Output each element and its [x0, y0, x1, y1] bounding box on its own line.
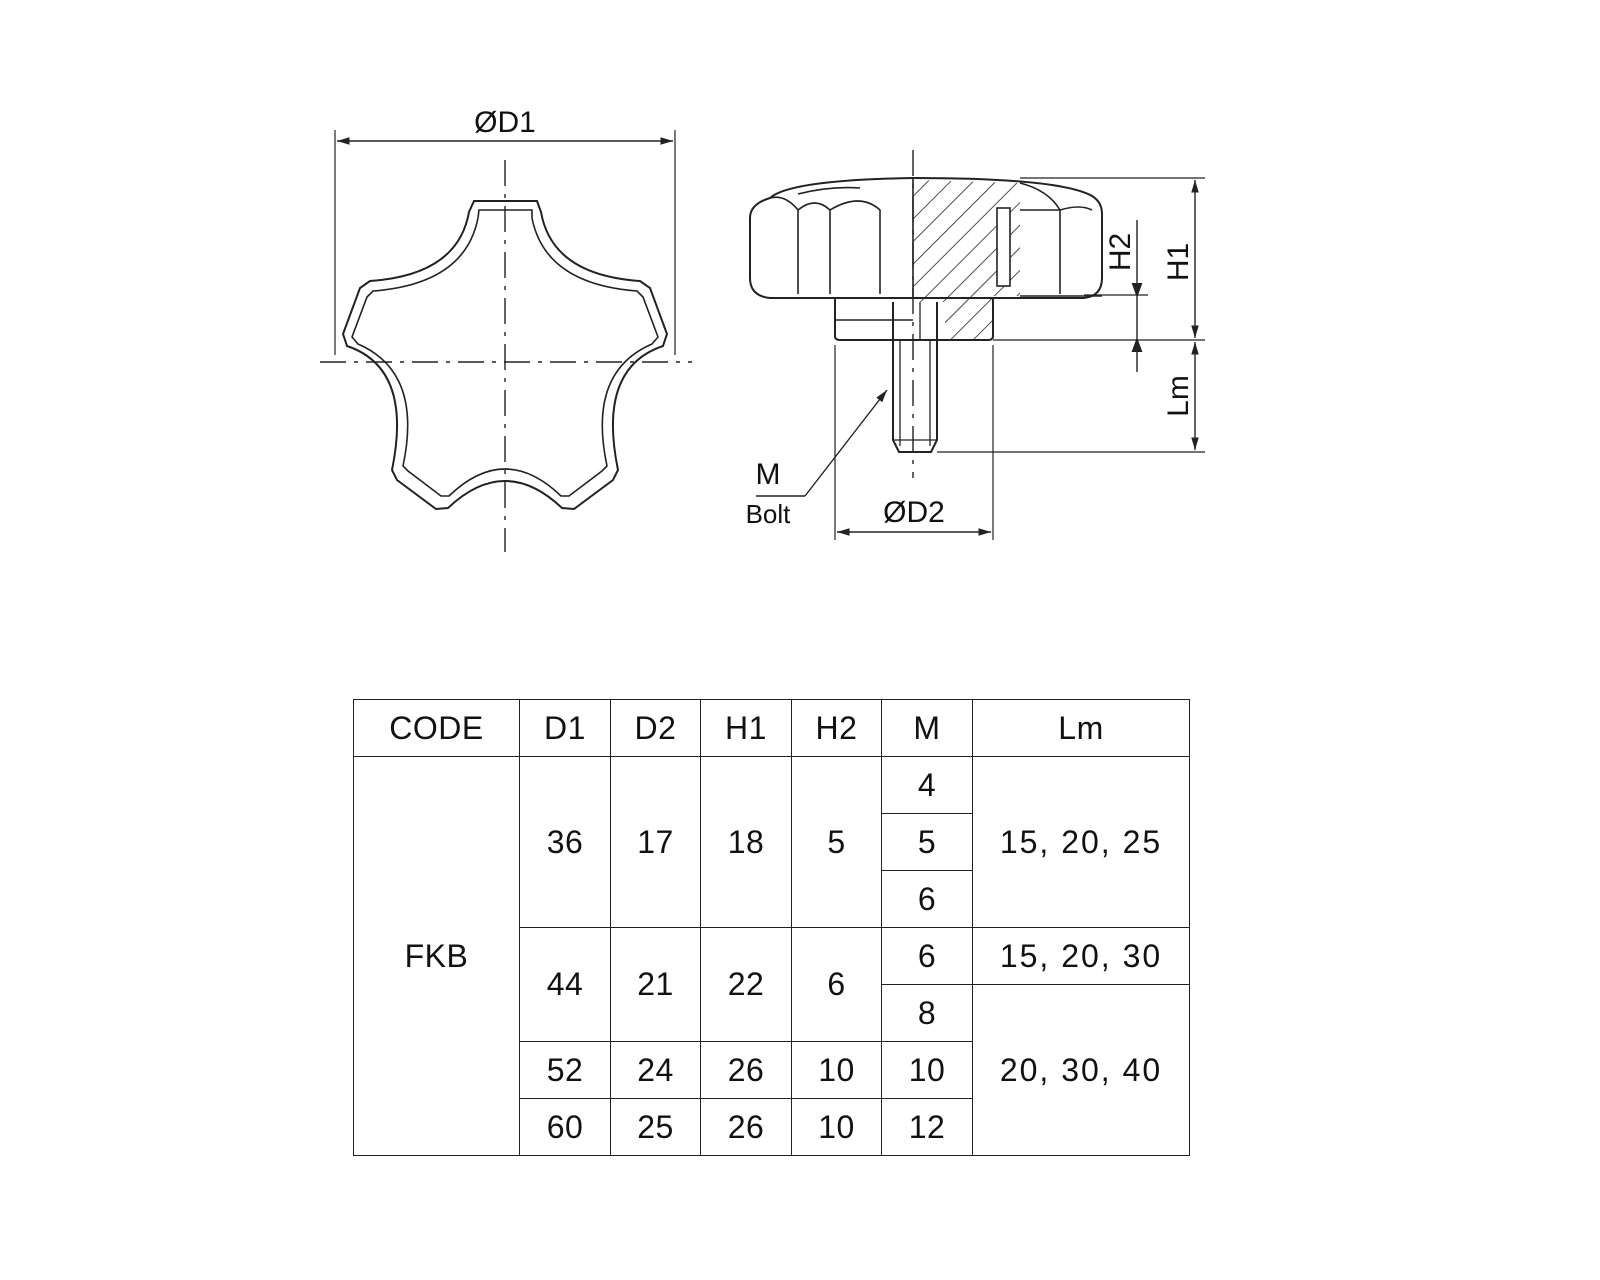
d1-cell: 36	[519, 756, 611, 928]
m-cell: 4	[881, 756, 973, 814]
d2-cell: 21	[610, 927, 701, 1042]
table-row: 60 25 26 10 12	[354, 1098, 1190, 1156]
side-view	[749, 150, 1205, 540]
spec-table: CODE D1 D2 H1 H2 M Lm FKB 36 17 18 5 4 1…	[353, 699, 1190, 1156]
knob-head-outline	[749, 176, 1103, 299]
table-row: 52 24 26 10 10	[354, 1041, 1190, 1099]
d1-label: ØD1	[474, 106, 536, 139]
h1-cell: 26	[700, 1098, 792, 1156]
d2-cell: 17	[610, 756, 701, 928]
d2-cell: 25	[610, 1098, 701, 1156]
d2-cell: 24	[610, 1041, 701, 1099]
bolt-outline	[892, 302, 938, 453]
knob-lobe-lines	[769, 182, 1093, 294]
header-cell: M	[881, 699, 973, 757]
d2-label: ØD2	[883, 496, 945, 529]
lm-cell: 20, 30, 40	[972, 984, 1190, 1156]
m-cell: 10	[881, 1041, 973, 1099]
h2-cell: 10	[791, 1041, 882, 1099]
table-row: 8 20, 30, 40	[354, 984, 1190, 1156]
section-slot	[996, 207, 1011, 287]
code-cell: FKB	[353, 756, 520, 1156]
h2-cell: 10	[791, 1098, 882, 1156]
table-row: 5	[354, 813, 1190, 871]
knob-hub-outline	[834, 298, 994, 341]
d1-cell: 52	[519, 1041, 611, 1099]
h1-cell: 22	[700, 927, 792, 1042]
header-cell: Lm	[972, 699, 1190, 757]
table-row: 6	[354, 870, 1190, 928]
lm-cell: 15, 20, 25	[972, 756, 1190, 928]
technical-drawing: ØD1	[320, 106, 1205, 552]
d1-cell: 60	[519, 1098, 611, 1156]
m-cell: 6	[881, 870, 973, 928]
header-cell: D2	[610, 699, 701, 757]
header-cell: H2	[791, 699, 882, 757]
lm-cell: 15, 20, 30	[972, 927, 1190, 985]
section-hatch	[913, 180, 1020, 340]
m-cell: 6	[881, 927, 973, 985]
table-row: 44 21 22 6 6 15, 20, 30	[354, 927, 1190, 1042]
m-label: M	[756, 458, 781, 491]
m-cell: 5	[881, 813, 973, 871]
header-cell: H1	[700, 699, 792, 757]
h1-cell: 18	[700, 756, 792, 928]
h2-cell: 6	[791, 927, 882, 1042]
header-cell: CODE	[353, 699, 520, 757]
header-cell: D1	[519, 699, 611, 757]
top-view	[320, 130, 692, 552]
h1-label: H1	[1162, 243, 1195, 281]
star-knob-chamfer	[351, 209, 659, 497]
h2-cell: 5	[791, 756, 882, 928]
star-knob-outline	[341, 200, 669, 511]
h2-label: H2	[1104, 233, 1137, 271]
d1-cell: 44	[519, 927, 611, 1042]
m-cell: 8	[881, 984, 973, 1042]
m-leader-line	[804, 389, 888, 497]
bolt-label: Bolt	[746, 499, 792, 529]
h1-cell: 26	[700, 1041, 792, 1099]
table-row: FKB 36 17 18 5 4 15, 20, 25	[353, 756, 1190, 1156]
lm-label: Lm	[1162, 375, 1195, 417]
table-header-row: CODE D1 D2 H1 H2 M Lm	[353, 699, 1190, 757]
m-cell: 12	[881, 1098, 973, 1156]
